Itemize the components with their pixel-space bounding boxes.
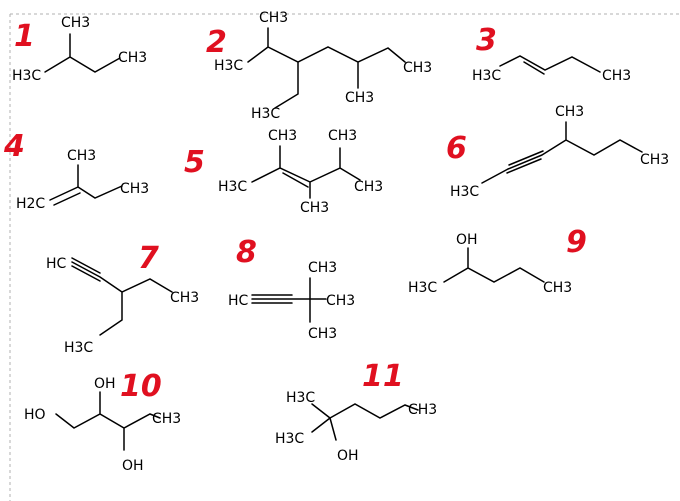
atom-label: CH3 <box>602 68 631 84</box>
atom-label: CH3 <box>61 15 90 31</box>
atom-label: H3C <box>218 179 247 195</box>
molecule-7: 7 HC CH3 H3C <box>46 241 199 356</box>
molecule-11: 11 H3C CH3 H3C OH <box>275 359 437 464</box>
atom-label: CH3 <box>555 104 584 120</box>
atom-label: H3C <box>450 184 479 200</box>
atom-label: H3C <box>251 106 280 122</box>
atom-label: CH3 <box>67 148 96 164</box>
atom-label: OH <box>337 448 359 464</box>
atom-label: CH3 <box>640 152 669 168</box>
skeleton-bonds <box>247 27 406 109</box>
skeleton-bonds <box>49 164 123 206</box>
atom-label: H3C <box>12 68 41 84</box>
atom-label: CH3 <box>328 128 357 144</box>
molecule-1: 1 CH3 H3C CH3 <box>12 15 147 84</box>
molecule-number: 11 <box>362 359 404 394</box>
atom-label: CH3 <box>308 260 337 276</box>
atom-label: CH3 <box>543 280 572 296</box>
skeleton-bonds <box>311 403 419 441</box>
atom-label: OH <box>94 376 116 392</box>
skeleton-bonds <box>251 277 327 323</box>
atom-label: H3C <box>472 68 501 84</box>
atom-label: H3C <box>275 431 304 447</box>
atom-label: CH3 <box>345 90 374 106</box>
skeleton-bonds <box>443 247 545 283</box>
atom-label: HC <box>46 256 67 272</box>
molecule-2: 2 CH3 H3C CH3 H3C CH3 <box>206 10 432 122</box>
molecule-number: 3 <box>476 23 497 58</box>
skeleton-bonds <box>499 55 601 75</box>
skeleton-bonds <box>71 257 173 336</box>
atom-label: CH3 <box>118 50 147 66</box>
molecule-number: 4 <box>3 129 25 164</box>
atom-label: CH3 <box>326 293 355 309</box>
molecule-number: 5 <box>184 145 205 180</box>
skeleton-bonds <box>44 33 121 73</box>
atom-label: CH3 <box>120 181 149 197</box>
atom-label: OH <box>456 232 478 248</box>
molecule-5: 5 CH3 CH3 H3C CH3 CH3 <box>184 128 383 216</box>
molecule-number: 6 <box>446 131 467 166</box>
molecule-number: 7 <box>138 241 159 276</box>
molecule-10: 10 OH HO CH3 OH <box>24 369 181 474</box>
molecule-number: 8 <box>236 235 257 270</box>
atom-label: CH3 <box>308 326 337 342</box>
molecule-6: 6 CH3 CH3 H3C <box>446 104 669 200</box>
atom-label: H3C <box>286 390 315 406</box>
molecule-number: 2 <box>206 25 227 60</box>
atom-label: CH3 <box>259 10 288 26</box>
molecule-8: 8 CH3 HC CH3 CH3 <box>228 235 355 342</box>
atom-label: CH3 <box>170 290 199 306</box>
atom-label: HO <box>24 407 46 423</box>
atom-label: OH <box>122 458 144 474</box>
molecule-number: 9 <box>566 225 587 260</box>
skeleton-bonds <box>251 145 361 199</box>
molecule-number: 10 <box>120 369 162 404</box>
molecule-9: 9 OH H3C CH3 <box>408 225 587 296</box>
atom-label: CH3 <box>152 411 181 427</box>
molecule-4: 4 CH3 H2C CH3 <box>3 129 149 212</box>
atom-label: CH3 <box>268 128 297 144</box>
atom-label: H3C <box>214 58 243 74</box>
atom-label: HC <box>228 293 249 309</box>
atom-label: CH3 <box>354 179 383 195</box>
skeleton-bonds <box>55 391 161 451</box>
atom-label: H2C <box>16 196 45 212</box>
atom-label: CH3 <box>403 60 432 76</box>
molecule-3: 3 H3C CH3 <box>472 23 631 84</box>
atom-label: H3C <box>64 340 93 356</box>
atom-label: CH3 <box>408 402 437 418</box>
molecule-number: 1 <box>14 19 35 54</box>
atom-label: CH3 <box>300 200 329 216</box>
atom-label: H3C <box>408 280 437 296</box>
skeleton-bonds <box>481 121 643 184</box>
